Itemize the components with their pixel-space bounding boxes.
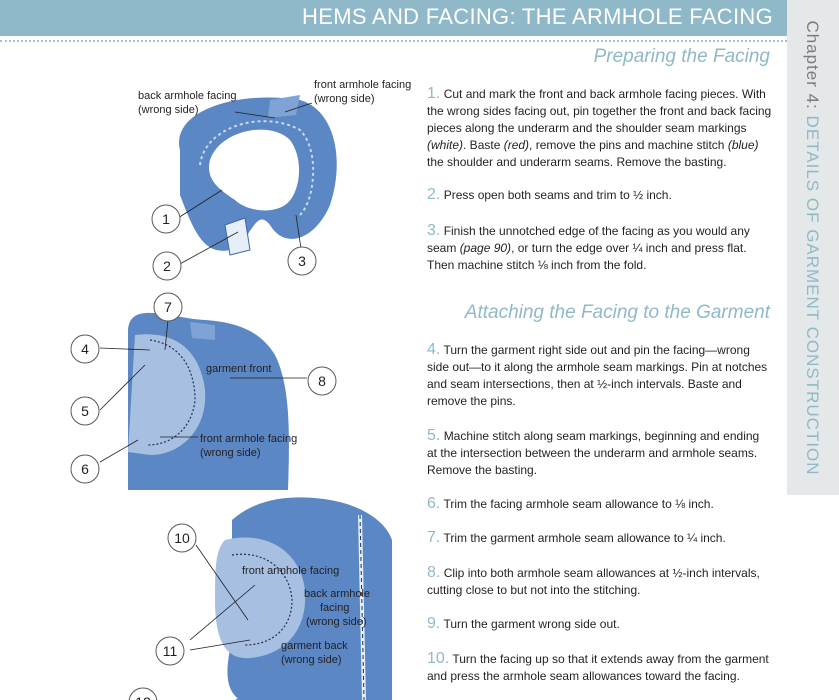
svg-text:4: 4	[81, 341, 89, 357]
section-heading-attaching: Attaching the Facing to the Garment	[464, 302, 770, 323]
svg-text:7: 7	[164, 299, 172, 315]
callout-1: 1	[151, 204, 181, 234]
step-number: 10.	[427, 650, 450, 667]
label-back-armhole-side: (wrong side)	[306, 616, 367, 628]
chapter-title: DETAILS OF GARMENT CONSTRUCTION	[803, 115, 822, 476]
label-back-armhole-facing: back armhole facing	[138, 90, 236, 102]
garment-back-facing	[215, 537, 306, 659]
callout-6: 6	[70, 454, 100, 484]
callout-5: 5	[70, 396, 100, 426]
garment-front-figure	[128, 312, 289, 490]
chapter-side-tab	[787, 0, 839, 495]
callout-11: 11	[155, 636, 185, 666]
step-italic-note: (blue)	[727, 138, 759, 152]
step-4: 4. Turn the garment right side out and p…	[427, 341, 768, 408]
step-3: 3. Finish the unnotched edge of the faci…	[427, 222, 750, 272]
garment-back-figure	[215, 497, 392, 700]
step-number: 7.	[427, 529, 441, 546]
label-back-armhole-facing: facing	[320, 602, 349, 614]
svg-text:12: 12	[135, 694, 151, 700]
svg-text:5: 5	[81, 403, 89, 419]
label-front-armhole-facing-c: front armhole facing	[242, 565, 339, 577]
label-front-armhole-facing-b-side: (wrong side)	[200, 447, 261, 459]
step-8: 8. Clip into both armhole seam allowance…	[427, 564, 760, 597]
svg-text:8: 8	[318, 373, 326, 389]
front-leader-lines	[99, 319, 307, 463]
step-number: 1.	[427, 85, 441, 102]
label-garment-back: garment back	[281, 640, 348, 652]
callout-4: 4	[70, 334, 100, 364]
label-front-armhole-facing-b: front armhole facing	[200, 433, 297, 445]
chapter-label: Chapter 4:	[803, 20, 822, 116]
step-6: 6. Trim the facing armhole seam allowanc…	[427, 495, 714, 512]
svg-text:10: 10	[174, 530, 190, 546]
facing-ring-figure	[179, 95, 337, 256]
step-10: 10. Turn the facing up so that it extend…	[427, 650, 769, 683]
callout-3: 3	[287, 246, 317, 276]
step-number: 5.	[427, 427, 441, 444]
header-dotted-rule	[0, 40, 787, 42]
chapter-side-tab-text: Chapter 4: DETAILS OF GARMENT CONSTRUCTI…	[802, 20, 822, 475]
facing-ring-opening	[209, 129, 300, 211]
label-back-armhole-facing-side: (wrong side)	[138, 104, 199, 116]
step-number: 4.	[427, 341, 441, 358]
callout-12: 12	[128, 687, 158, 700]
svg-text:6: 6	[81, 461, 89, 477]
svg-text:2: 2	[163, 258, 171, 274]
label-garment-back-side: (wrong side)	[281, 654, 342, 666]
label-garment-front: garment front	[206, 363, 271, 375]
callout-7: 7	[153, 292, 183, 322]
callout-2: 2	[152, 251, 182, 281]
back-leader-lines	[189, 544, 256, 651]
step-italic-note: (white)	[427, 138, 464, 152]
armhole-facing-illustration: back armhole facing (wrong side) front a…	[70, 79, 411, 700]
step-number: 2.	[427, 186, 441, 203]
step-number: 9.	[427, 615, 441, 632]
step-1: 1. Cut and mark the front and back armho…	[427, 85, 772, 169]
step-9: 9. Turn the garment wrong side out.	[427, 615, 620, 632]
step-5: 5. Machine stitch along seam markings, b…	[427, 427, 760, 477]
step-number: 6.	[427, 495, 441, 512]
label-front-armhole-facing: front armhole facing	[314, 79, 411, 91]
label-back-armhole: back armhole	[304, 588, 370, 600]
callout-circles: 1 2 3 4 5 6 7 8 10 11 12	[70, 204, 337, 700]
step-number: 3.	[427, 222, 441, 239]
page-header-title: HEMS AND FACING: THE ARMHOLE FACING	[302, 4, 773, 29]
step-italic-note: (page 90)	[459, 241, 512, 255]
step-2: 2. Press open both seams and trim to ½ i…	[427, 186, 672, 203]
callout-10: 10	[167, 523, 197, 553]
section-heading-preparing: Preparing the Facing	[593, 46, 770, 67]
header-band	[0, 0, 787, 36]
svg-text:3: 3	[298, 253, 306, 269]
step-number: 8.	[427, 564, 441, 581]
label-front-armhole-facing-side: (wrong side)	[314, 93, 375, 105]
svg-text:1: 1	[162, 211, 170, 227]
svg-text:11: 11	[163, 643, 178, 659]
step-italic-note: (red)	[503, 138, 530, 152]
step-7: 7. Trim the garment armhole seam allowan…	[427, 529, 726, 546]
callout-8: 8	[307, 366, 337, 396]
